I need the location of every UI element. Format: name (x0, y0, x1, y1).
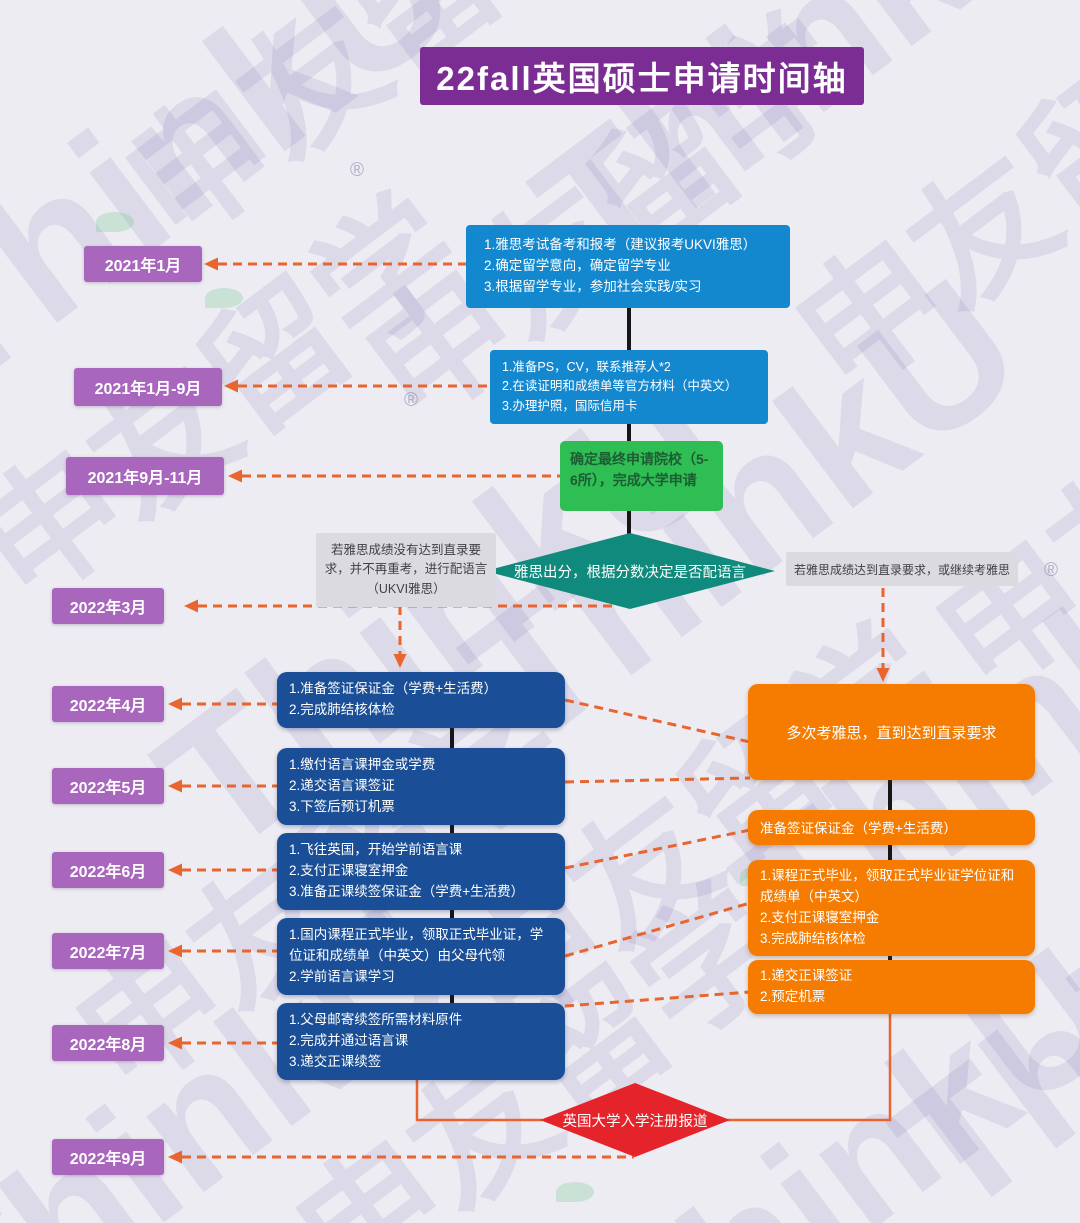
task-box-apr: 1.准备签证保证金（学费+生活费）2.完成肺结核体检 (277, 672, 565, 728)
date-label-2022-08: 2022年8月 (52, 1025, 164, 1061)
leaf-decoration (205, 288, 243, 308)
connector-arrowheads (168, 257, 890, 1164)
connector-dashed-arrows (182, 262, 885, 1159)
date-label-2022-03: 2022年3月 (52, 588, 164, 624)
note-ielts-met: 若雅思成绩达到直录要求，或继续考雅思 (786, 552, 1018, 586)
note-ielts-not-met: 若雅思成绩没有达到直录要求，并不再重考，进行配语言（UKVI雅思） (316, 533, 496, 608)
date-label-2022-04: 2022年4月 (52, 686, 164, 722)
registered-mark: ® (1044, 560, 1058, 581)
date-label-2021-01-09: 2021年1月-9月 (74, 368, 222, 406)
registered-mark: ® (404, 390, 418, 411)
task-box-retake-ielts: 多次考雅思，直到达到直录要求 (748, 684, 1035, 780)
leaf-decoration (96, 212, 134, 232)
date-label-2021-01: 2021年1月 (84, 246, 202, 282)
date-label-2021-09-11: 2021年9月-11月 (66, 457, 224, 495)
date-label-2022-09: 2022年9月 (52, 1139, 164, 1175)
task-box-school-list: 确定最终申请院校（5-6所），完成大学申请 (560, 441, 723, 511)
task-box-deposit: 准备签证保证金（学费+生活费） (748, 810, 1035, 845)
date-label-2022-06: 2022年6月 (52, 852, 164, 888)
date-label-2022-07: 2022年7月 (52, 933, 164, 969)
connector-orange-merge (415, 1008, 892, 1122)
registered-mark: ® (350, 160, 364, 181)
page-title: 22fall英国硕士申请时间轴 (420, 47, 864, 105)
date-label-2022-05: 2022年5月 (52, 768, 164, 804)
leaf-decoration (556, 1182, 594, 1202)
